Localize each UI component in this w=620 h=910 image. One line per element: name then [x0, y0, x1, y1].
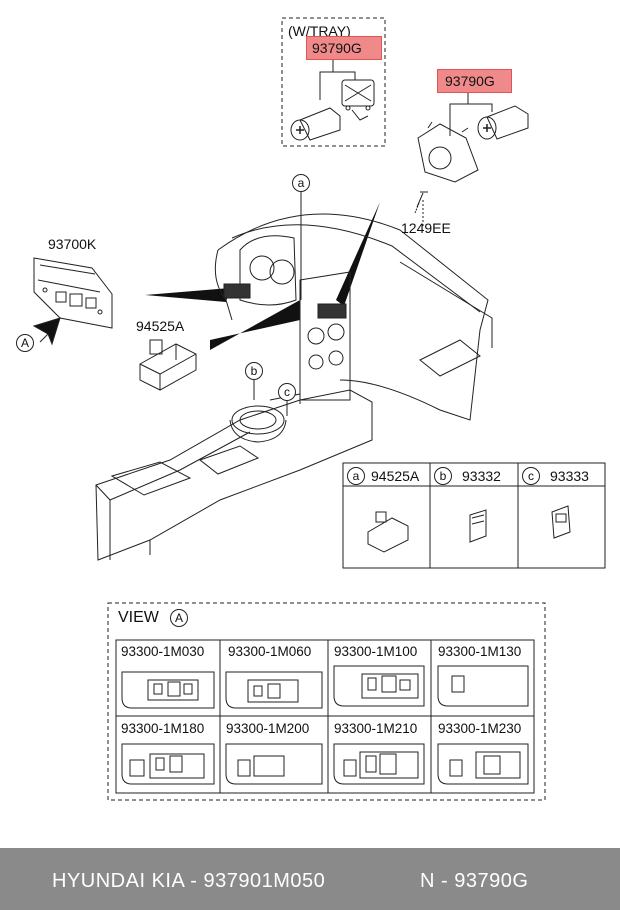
view-cell-title: 93300-1M100 — [334, 644, 418, 659]
tray-part-number: 93790G — [312, 40, 362, 56]
view-a-arrow-marker: A — [16, 334, 34, 352]
main-part-highlight — [437, 69, 512, 93]
switch-94525a-label: 94525A — [136, 318, 185, 334]
view-panel-7-drawing — [333, 743, 425, 785]
footer-bar: HYUNDAI KIA - 937901M050 N - 93790G — [0, 848, 620, 910]
callout-a: a — [292, 174, 310, 192]
switch-93700k-label: 93700K — [48, 236, 97, 252]
view-panel-5-drawing — [121, 743, 215, 785]
legend-part-b-drawing — [469, 509, 487, 543]
view-cell-title: 93300-1M200 — [226, 721, 310, 736]
main-socket-drawing — [417, 121, 479, 183]
tray-part-highlight — [306, 36, 382, 60]
console-drawing — [95, 389, 373, 561]
switch-94525a-drawing — [139, 339, 197, 391]
view-cell-title: 93300-1M210 — [334, 721, 418, 736]
view-panel-2-drawing — [225, 671, 323, 709]
view-cell-title: 93300-1M060 — [228, 644, 312, 659]
tray-variant-box — [281, 17, 386, 147]
legend-box — [342, 462, 606, 569]
legend-part-c: 93333 — [550, 468, 589, 484]
view-cell-title: 93300-1M030 — [121, 644, 205, 659]
legend-part-b: 93332 — [462, 468, 501, 484]
view-panel-8-drawing — [437, 743, 529, 785]
main-part-number: 93790G — [445, 73, 495, 89]
screw-drawing — [414, 191, 428, 214]
legend-letter-c: c — [522, 467, 540, 485]
view-panel-6-drawing — [225, 743, 323, 785]
view-panel-3-drawing — [333, 665, 425, 707]
view-cell-title: 93300-1M180 — [121, 721, 205, 736]
legend-letter-b: b — [434, 467, 452, 485]
view-panel-4-drawing — [437, 665, 529, 707]
switch-93700k-drawing — [33, 257, 113, 329]
screw-part-number: 1249EE — [401, 220, 451, 236]
dashboard-drawing — [214, 213, 493, 421]
footer-ref: N - 93790G — [420, 870, 529, 892]
view-cell-title: 93300-1M130 — [438, 644, 522, 659]
legend-part-a: 94525A — [371, 468, 420, 484]
footer-brand-part: HYUNDAI KIA - 937901M050 — [52, 870, 326, 892]
callout-c: c — [278, 383, 296, 401]
view-cell-title: 93300-1M230 — [438, 721, 522, 736]
view-panel-1-drawing — [121, 671, 215, 709]
tray-socket-drawing — [341, 79, 375, 121]
main-lighter-drawing — [477, 105, 529, 140]
callout-b: b — [245, 362, 263, 380]
view-box — [107, 602, 546, 801]
legend-letter-a: a — [347, 467, 365, 485]
view-title-letter: A — [170, 609, 188, 627]
tray-lighter-drawing — [290, 107, 341, 141]
legend-part-c-drawing — [551, 505, 571, 539]
tray-variant-title: (W/TRAY) — [288, 23, 351, 39]
view-title: VIEW — [118, 609, 159, 626]
legend-part-a-drawing — [367, 511, 409, 553]
